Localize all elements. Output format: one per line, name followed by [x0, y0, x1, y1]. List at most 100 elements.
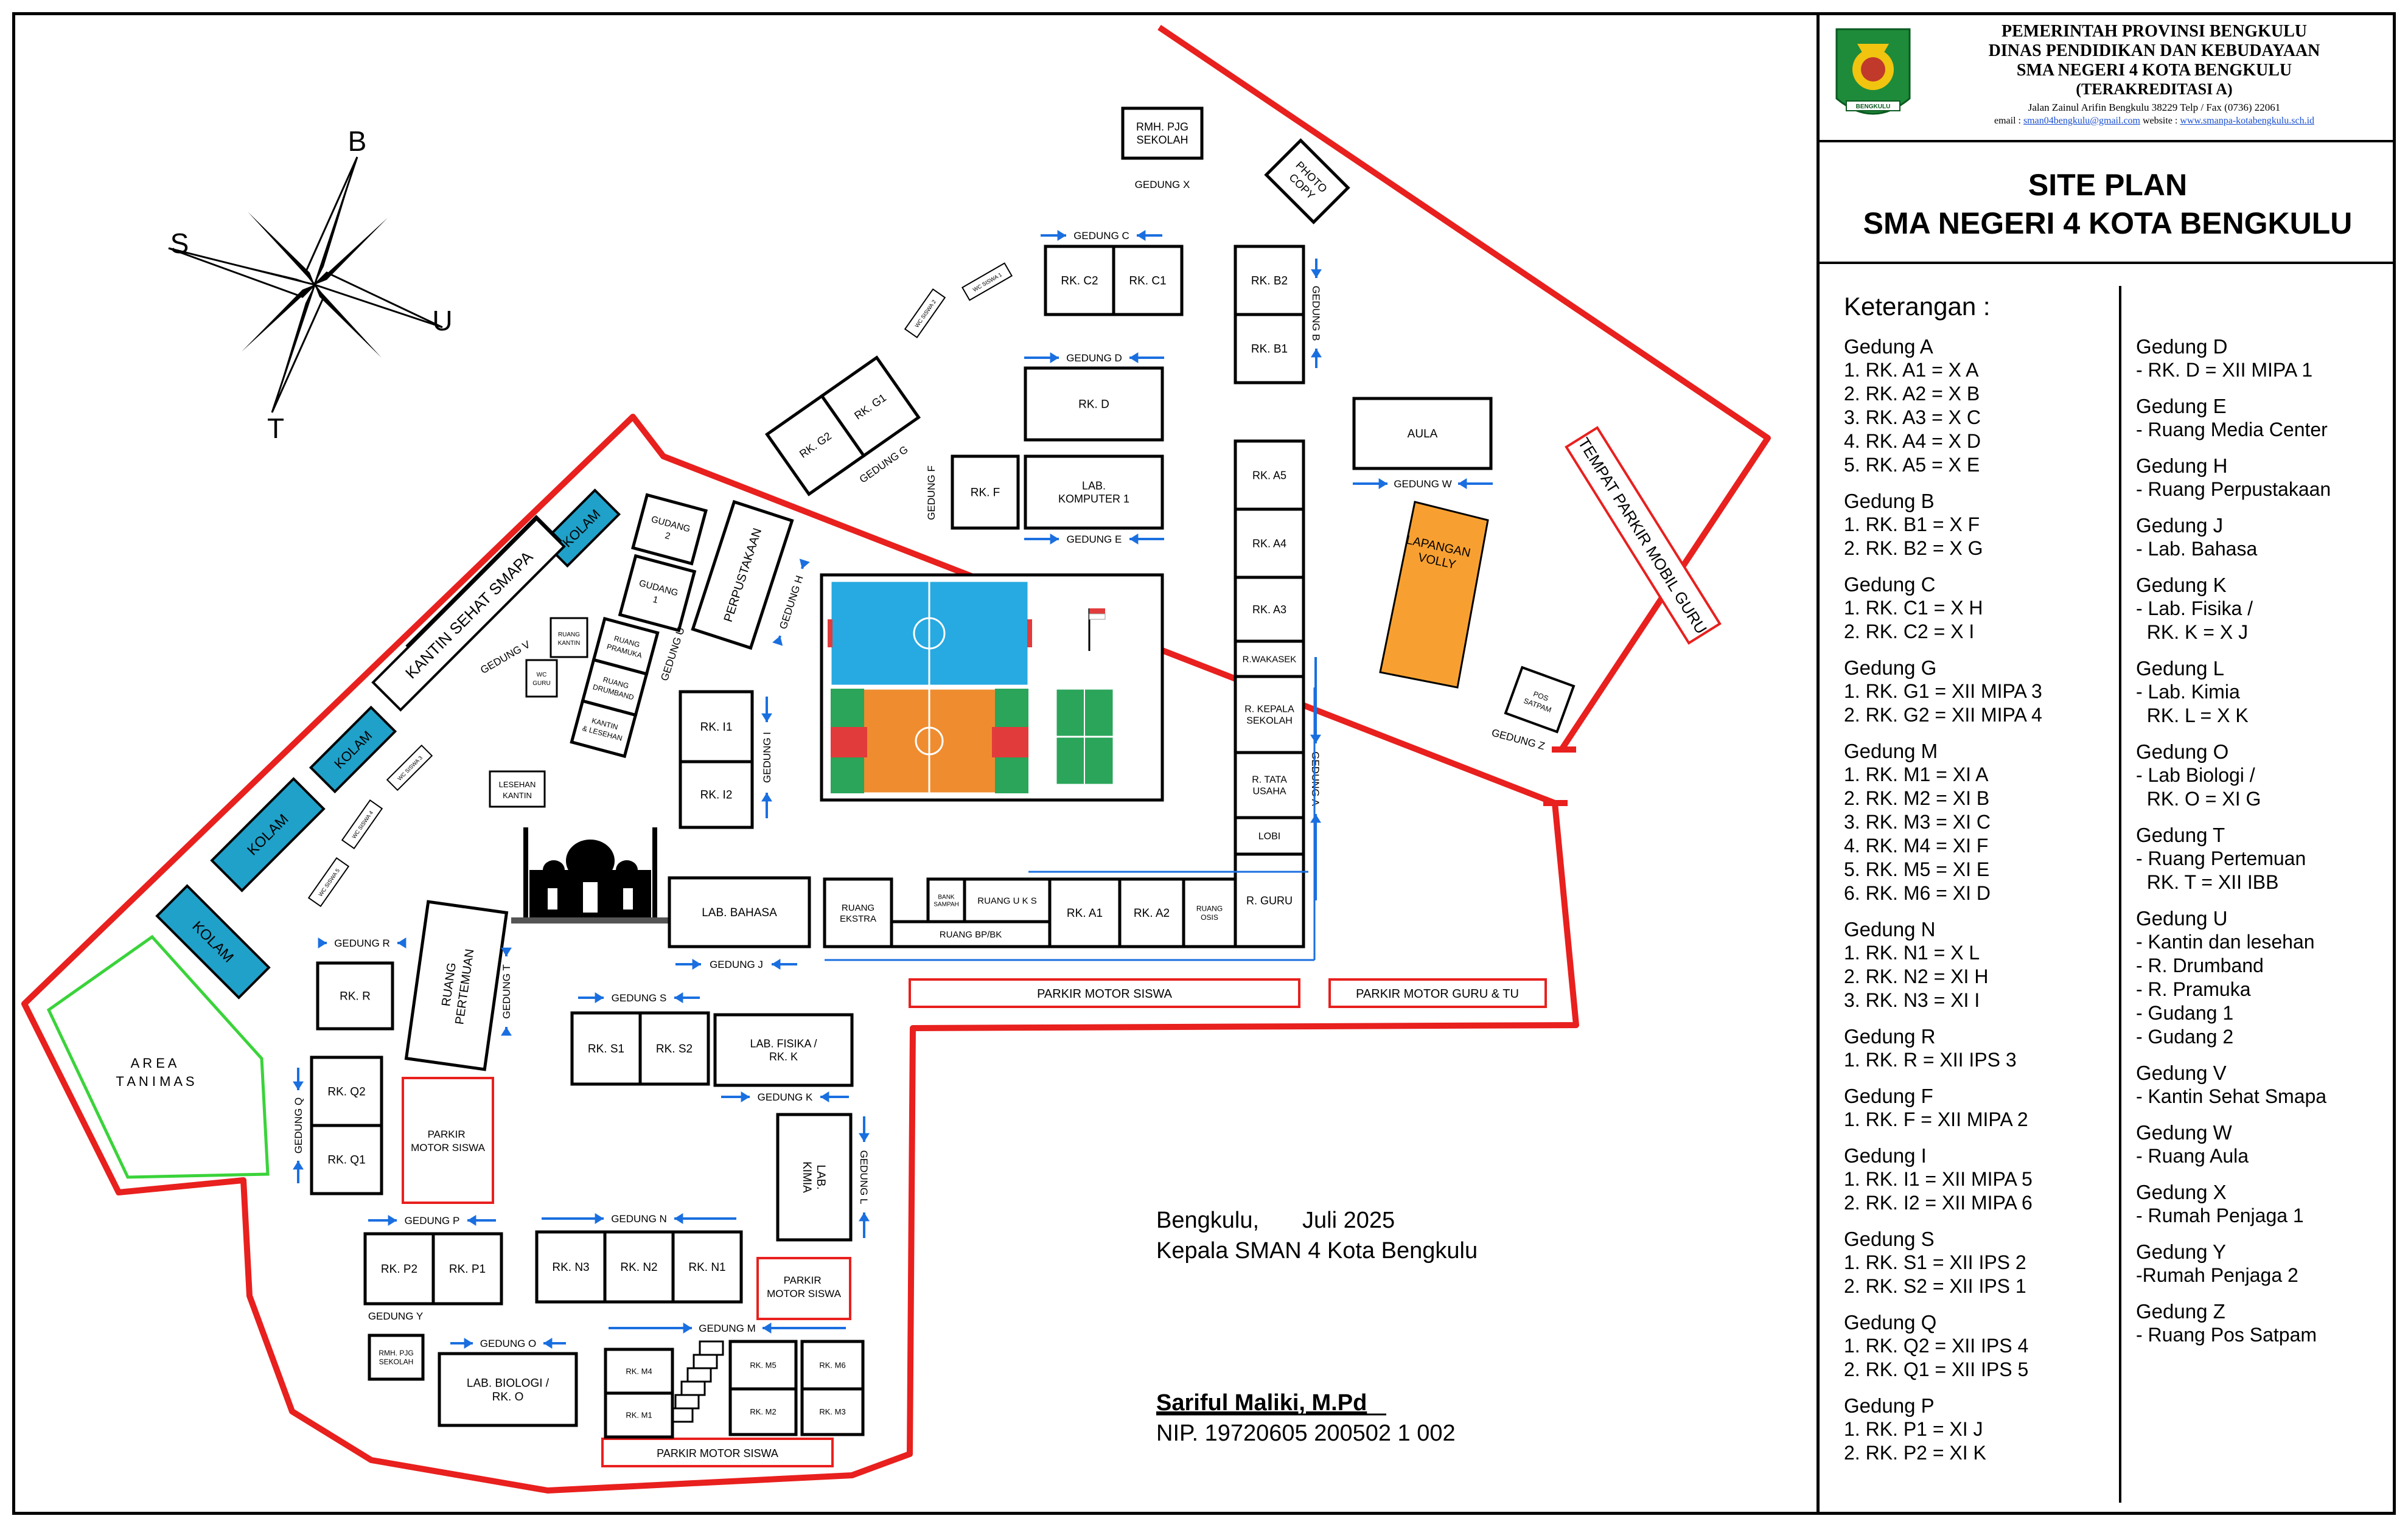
gudang-1: GUDANG1	[618, 554, 697, 633]
website-link[interactable]: www.smanpa-kotabengkulu.sch.id	[2180, 116, 2315, 126]
school-boundary	[21, 24, 1771, 1494]
svg-text:RK. A2: RK. A2	[1134, 907, 1170, 920]
rk-a5: RK. A5	[1234, 439, 1305, 511]
legend-group: Gedung K- Lab. Fisika / RK. K = X J	[2136, 573, 2331, 644]
svg-text:GEDUNG V: GEDUNG V	[478, 638, 532, 676]
legend-item: 2. RK. B2 = X G	[1844, 537, 1983, 559]
gedung-k-label: GEDUNG K	[721, 1091, 849, 1103]
gedung-p-label: GEDUNG P	[368, 1215, 496, 1226]
svg-text:RK. S2: RK. S2	[656, 1043, 693, 1056]
legend-item: - Lab. Bahasa	[2136, 538, 2258, 560]
svg-text:PARKIR MOTOR SISWA: PARKIR MOTOR SISWA	[767, 1275, 842, 1299]
letterhead-line3: SMA NEGERI 4 KOTA BENGKULU	[2016, 61, 2292, 80]
email-link[interactable]: sman04bengkulu@gmail.com	[2023, 116, 2140, 126]
rk-q2: RK. Q2	[310, 1056, 383, 1127]
rk-m3: RK. M3	[800, 1387, 865, 1436]
signature-name: Sariful Maliki, M.Pd	[1156, 1390, 1367, 1416]
svg-text:RK. N3: RK. N3	[552, 1261, 589, 1274]
legend-group-title: Gedung U	[2136, 907, 2228, 930]
legend-item: 1. RK. C1 = X H	[1844, 597, 1983, 619]
title-line2: SMA NEGERI 4 KOTA BENGKULU	[1863, 206, 2353, 240]
parkir-motor-siswa-1: PARKIR MOTOR SISWA	[909, 978, 1300, 1008]
legend-panel: BENGKULU PEMERINTAH PROVINSI BENGKULU DI…	[1816, 12, 2396, 1515]
gedung-f-label: GEDUNG F	[926, 465, 937, 520]
legend-group-title: Gedung S	[1844, 1228, 1935, 1250]
legend-group: Gedung W- Ruang Aula	[2136, 1121, 2331, 1168]
gedung-c-label: GEDUNG C	[1041, 230, 1162, 242]
legend-item: - Ruang Media Center	[2136, 419, 2328, 440]
gedung-e-label: GEDUNG E	[1024, 534, 1164, 545]
svg-text:RK. C1: RK. C1	[1129, 275, 1166, 288]
bengkulu-crest-icon: BENGKULU	[1835, 28, 1911, 115]
legend-group: Gedung O- Lab Biologi / RK. O = XI G	[2136, 740, 2331, 811]
gedung-h-label: GEDUNG H	[772, 558, 810, 646]
svg-text:R. GURU: R. GURU	[1246, 894, 1293, 906]
rk-n1: RK. N1	[671, 1230, 743, 1304]
svg-text:PARKIR MOTOR GURU & TU: PARKIR MOTOR GURU & TU	[1356, 987, 1519, 1001]
legend-item: - Ruang Pertemuan	[2136, 847, 2306, 869]
svg-text:RK. M6: RK. M6	[819, 1361, 845, 1370]
rk-q1: RK. Q1	[310, 1124, 383, 1195]
legend-group: Gedung H- Ruang Perpustakaan	[2136, 454, 2331, 501]
svg-text:GEDUNG S: GEDUNG S	[612, 992, 667, 1004]
rk-p1: RK. P1	[431, 1232, 503, 1306]
rk-b1: RK. B1	[1234, 313, 1305, 384]
legend-group: Gedung V- Kantin Sehat Smapa	[2136, 1061, 2331, 1108]
signature-place: Bengkulu,	[1156, 1208, 1259, 1233]
lobi: LOBI	[1234, 816, 1305, 856]
rk-a1: RK. A1	[1048, 877, 1122, 948]
rk-r: RK. R	[316, 961, 394, 1031]
legend-item: 3. RK. A3 = X C	[1844, 406, 1981, 428]
svg-text:R.WAKASEK: R.WAKASEK	[1243, 654, 1297, 664]
lab-bahasa: LAB. BAHASA	[668, 876, 811, 948]
legend-group-title: Gedung L	[2136, 657, 2224, 680]
legend-item: 1. RK. P1 = XI J	[1844, 1418, 1983, 1440]
svg-text:RK. A5: RK. A5	[1252, 469, 1286, 481]
svg-text:GEDUNG M: GEDUNG M	[699, 1323, 756, 1334]
legend-group-title: Gedung Z	[2136, 1300, 2225, 1323]
svg-text:GEDUNG W: GEDUNG W	[1394, 478, 1451, 490]
legend-item: RK. K = X J	[2136, 621, 2249, 643]
svg-text:GEDUNG K: GEDUNG K	[758, 1091, 813, 1103]
svg-text:LAB.KIMIA: LAB.KIMIA	[800, 1161, 827, 1193]
legend-group-title: Gedung X	[2136, 1181, 2227, 1203]
lab-fisika: LAB. FISIKA /RK. K	[713, 1013, 854, 1087]
legend-item: 1. RK. M1 = XI A	[1844, 764, 1989, 785]
gedung-o-label: GEDUNG O	[450, 1338, 566, 1349]
gedung-r-label: GEDUNG R	[318, 937, 407, 949]
svg-text:RUANG BP/BK: RUANG BP/BK	[940, 930, 1002, 940]
legend-group-title: Gedung G	[1844, 656, 1937, 679]
legend-item: - Ruang Pos Satpam	[2136, 1324, 2317, 1346]
title-block: SITE PLAN SMA NEGERI 4 KOTA BENGKULU	[1820, 140, 2396, 264]
legend-item: 1. RK. F = XII MIPA 2	[1844, 1108, 2028, 1130]
legend-group-title: Gedung C	[1844, 573, 1936, 596]
legend-item: 1. RK. B1 = X F	[1844, 513, 1980, 535]
rk-n3: RK. N3	[535, 1230, 607, 1304]
legend-item: - Kantin dan lesehan	[2136, 931, 2315, 953]
legend-item: - R. Drumband	[2136, 955, 2264, 976]
rk-m6: RK. M6	[800, 1340, 865, 1391]
wc-siswa-5: WC SISWA 5	[307, 857, 350, 908]
signature-nip: NIP. 19720605 200502 1 002	[1156, 1421, 1456, 1446]
svg-text:AULA: AULA	[1408, 428, 1438, 440]
svg-text:GEDUNG U: GEDUNG U	[658, 626, 686, 683]
legend-group-title: Gedung V	[2136, 1062, 2227, 1084]
lab-komputer: LAB.KOMPUTER 1	[1024, 454, 1164, 530]
legend-item: - Lab. Kimia	[2136, 681, 2240, 703]
svg-text:LOBI: LOBI	[1258, 832, 1280, 842]
svg-text:RK. A1: RK. A1	[1067, 907, 1103, 920]
gedung-y-label: GEDUNG Y	[368, 1310, 423, 1322]
legend-item: - Rumah Penjaga 1	[2136, 1205, 2304, 1226]
rk-m1: RK. M1	[604, 1391, 674, 1439]
legend-group-title: Gedung M	[1844, 740, 1938, 762]
compass-north: B	[348, 125, 367, 157]
svg-text:GEDUNG I: GEDUNG I	[761, 732, 773, 783]
rk-a2: RK. A2	[1118, 877, 1185, 948]
